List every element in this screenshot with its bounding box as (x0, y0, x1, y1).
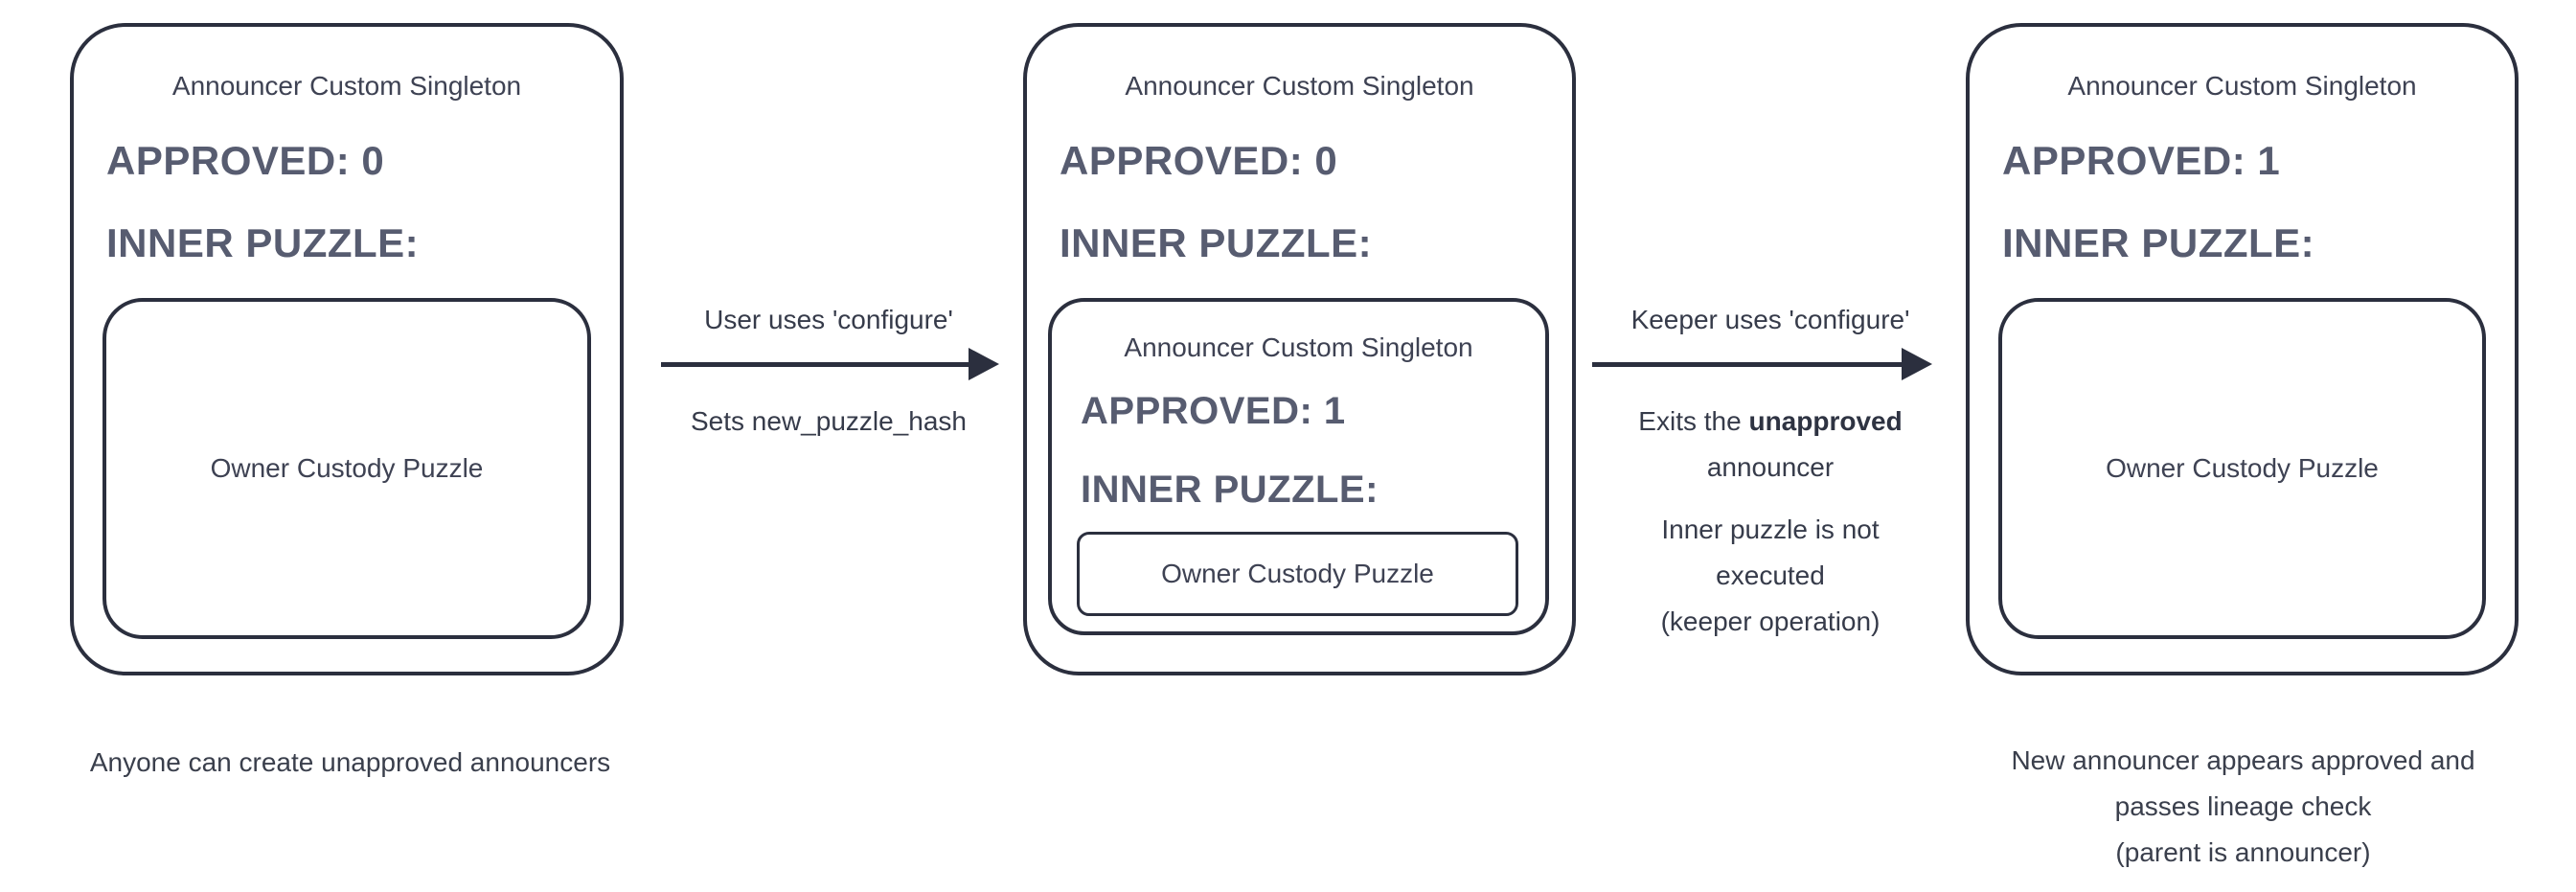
inner-puzzle-label: INNER PUZZLE: (106, 220, 420, 265)
transition-label-above: Keeper uses 'configure' (1630, 305, 1910, 334)
stage-caption: New announcer appears approved and passe… (1955, 738, 2531, 876)
transition-note: Inner puzzle is not (1661, 515, 1880, 544)
stage-box-configuring: Announcer Custom Singleton APPROVED: 0 I… (1023, 23, 1576, 675)
caption-line: (parent is announcer) (2115, 837, 2371, 867)
inner-puzzle-box: Owner Custody Puzzle (1998, 298, 2486, 639)
inner-puzzle-label: INNER PUZZLE: (2002, 220, 2315, 265)
inner-puzzle-box: Owner Custody Puzzle (103, 298, 591, 639)
transition-note: announcer (1706, 452, 1835, 482)
approved-value: APPROVED: 1 (2002, 138, 2281, 183)
arrow-right-icon (1902, 348, 1932, 380)
arrow-right-icon (969, 348, 999, 380)
transition-label-below: Exits the unapproved announcer Inner puz… (1579, 399, 1962, 645)
arrow-line (1592, 362, 1903, 367)
transition-note: Sets new_puzzle_hash (691, 406, 967, 436)
nested-inner-puzzle-label: INNER PUZZLE: (1081, 469, 1379, 511)
caption-line: New announcer appears approved and (2011, 745, 2475, 775)
inner-puzzle-box-label: Owner Custody Puzzle (2106, 453, 2379, 483)
stage-box-unapproved: Announcer Custom Singleton APPROVED: 0 I… (70, 23, 624, 675)
caption-line: passes lineage check (2114, 791, 2372, 821)
stage-title: Announcer Custom Singleton (1125, 71, 1474, 101)
transition-note: (keeper operation) (1660, 606, 1881, 636)
approved-value: APPROVED: 0 (1060, 138, 1338, 183)
stage-caption: Anyone can create unapproved announcers (89, 747, 611, 777)
approved-value: APPROVED: 0 (106, 138, 385, 183)
stage-title: Announcer Custom Singleton (171, 71, 522, 101)
stage-box-approved: Announcer Custom Singleton APPROVED: 1 I… (1966, 23, 2519, 675)
nested-inner-puzzle-box-label: Owner Custody Puzzle (1161, 559, 1434, 588)
nested-approved-value: APPROVED: 1 (1081, 390, 1346, 432)
inner-puzzle-box-label: Owner Custody Puzzle (210, 453, 484, 483)
bold-unapproved: unapproved (1748, 406, 1903, 436)
inner-puzzle-label: INNER PUZZLE: (1060, 220, 1373, 265)
nested-stage-title: Announcer Custom Singleton (1124, 332, 1473, 362)
arrow-line (661, 362, 969, 367)
nested-inner-puzzle-box: Owner Custody Puzzle (1077, 532, 1518, 616)
transition-label-below: Sets new_puzzle_hash (637, 399, 1020, 445)
transition-note: Exits the unapproved (1638, 406, 1903, 436)
transition-note: executed (1716, 560, 1825, 590)
transition-label-above: User uses 'configure' (704, 305, 953, 334)
nested-singleton-box: Announcer Custom Singleton APPROVED: 1 I… (1048, 298, 1549, 635)
stage-title: Announcer Custom Singleton (2067, 71, 2417, 101)
